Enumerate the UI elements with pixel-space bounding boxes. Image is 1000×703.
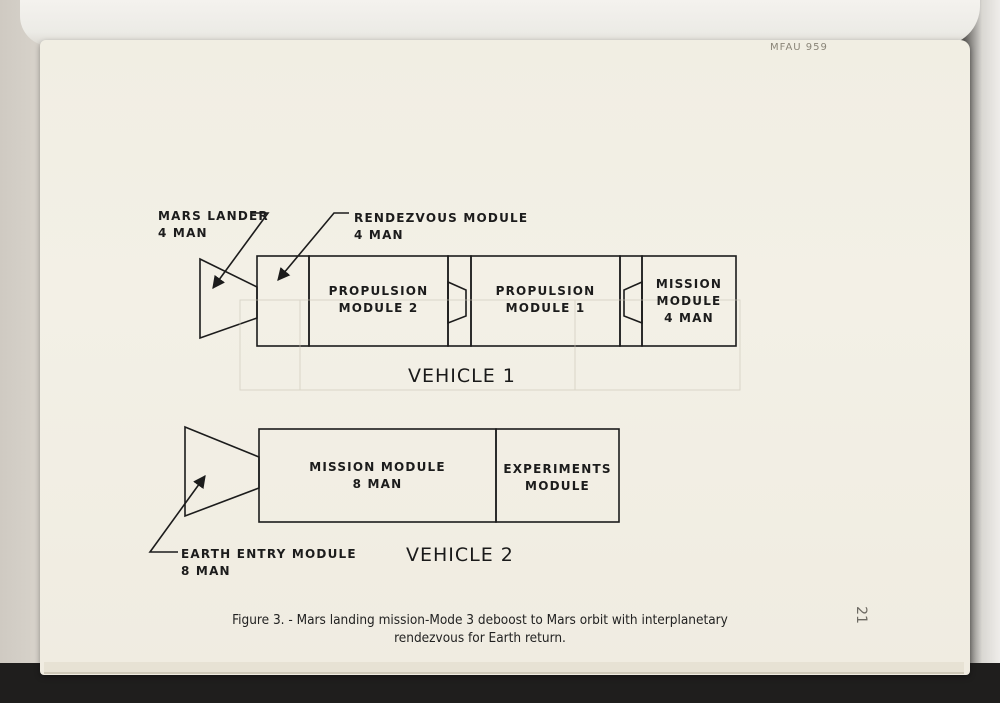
page-number: 21 (852, 606, 869, 624)
mars-lander-leader (212, 212, 270, 290)
page-edge (44, 662, 964, 674)
vehicle-2-title: VEHICLE 2 (406, 544, 514, 566)
rendezvous-module-box (256, 255, 310, 347)
earth-entry-leader (148, 474, 206, 553)
experiments-module-box (495, 428, 620, 523)
header-code: MFAU 959 (770, 42, 828, 53)
rendezvous-module-label: RENDEZVOUS MODULE 4 MAN (354, 211, 529, 242)
earth-entry-module-label: EARTH ENTRY MODULE 8 MAN (181, 547, 357, 578)
propulsion-module-1-label: PROPULSION MODULE 1 (495, 284, 596, 315)
mission-module-v1-label: MISSION MODULE 4 MAN (655, 277, 723, 325)
mars-lander-cone (199, 257, 258, 340)
mars-lander-label: MARS LANDER 4 MAN (158, 209, 269, 240)
figure-caption: Figure 3. - Mars landing mission-Mode 3 … (200, 611, 760, 647)
rendezvous-leader (277, 212, 349, 281)
vehicle-1-title: VEHICLE 1 (408, 365, 516, 387)
nozzle-1 (447, 280, 467, 325)
nozzle-2 (623, 280, 643, 325)
mission-module-v2-label: MISSION MODULE 8 MAN (309, 460, 446, 491)
mission-module-v1-box (641, 255, 737, 347)
propulsion-module-2-label: PROPULSION MODULE 2 (328, 284, 429, 315)
book-page (40, 40, 970, 675)
earth-entry-cone (184, 425, 260, 518)
caption-line-1: Figure 3. - Mars landing mission-Mode 3 … (232, 612, 728, 628)
caption-line-2: rendezvous for Earth return. (394, 630, 566, 646)
experiments-module-label: EXPERIMENTS MODULE (503, 462, 612, 493)
facing-page-curl (20, 0, 980, 46)
interstage-1-box (447, 255, 472, 347)
